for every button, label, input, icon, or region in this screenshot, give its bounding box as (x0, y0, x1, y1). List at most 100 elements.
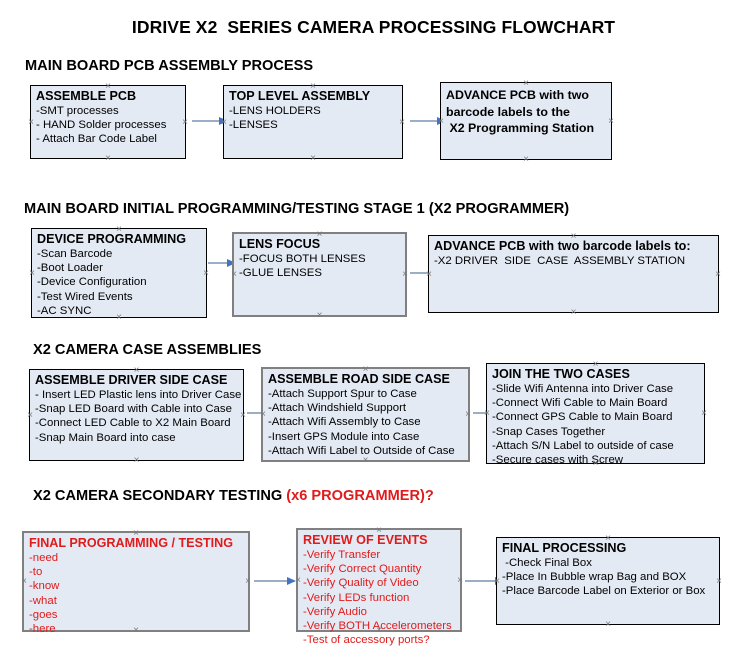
section-heading-4: X2 CAMERA SECONDARY TESTING (x6 PROGRAMM… (33, 488, 434, 504)
connection-handle-right[interactable] (464, 410, 473, 419)
connection-handle-left[interactable] (493, 577, 502, 586)
node-line: -X2 DRIVER SIDE CASE ASSEMBLY STATION (434, 255, 686, 267)
connection-handle-left[interactable] (230, 270, 239, 279)
connection-handle-top[interactable] (604, 534, 613, 543)
node-line: -Slide Wifi Antenna into Driver Case (492, 383, 674, 395)
node-line: -what (29, 594, 57, 607)
connection-handle-left[interactable] (28, 269, 37, 278)
connection-handle-top[interactable] (375, 526, 384, 535)
connection-handle-left[interactable] (20, 577, 29, 586)
node-line: -here (29, 623, 56, 636)
connection-handle-right[interactable] (202, 269, 211, 278)
node-line: -Verify BOTH Accelerometers (303, 620, 452, 633)
connection-handle-right[interactable] (714, 270, 723, 279)
section-heading-3: X2 CAMERA CASE ASSEMBLIES (33, 342, 262, 358)
node-line: -Attach Support Spur to Case (268, 388, 417, 400)
connection-handle-bottom[interactable] (604, 620, 613, 629)
connection-handle-top[interactable] (104, 82, 113, 91)
node-assemble-driver-side-case[interactable]: ASSEMBLE DRIVER SIDE CASE - Insert LED P… (29, 369, 244, 461)
connection-handle-left[interactable] (483, 409, 492, 418)
node-line: -SMT processes (36, 105, 119, 117)
connection-handle-left[interactable] (437, 117, 446, 126)
connection-handle-right[interactable] (244, 577, 253, 586)
connection-handle-bottom[interactable] (522, 155, 531, 164)
connection-handle-right[interactable] (456, 576, 465, 585)
node-title: REVIEW OF EVENTS (303, 533, 428, 547)
connection-handle-right[interactable] (401, 270, 410, 279)
node-title: LENS FOCUS (239, 237, 321, 251)
node-assemble-pcb[interactable]: ASSEMBLE PCB -SMT processes - HAND Solde… (30, 85, 186, 159)
node-line: -Snap Cases Together (492, 425, 606, 438)
node-line: -know (29, 580, 60, 593)
connection-handle-left[interactable] (27, 118, 36, 127)
node-line: -Attach Wifi Assembly to Case (268, 416, 421, 429)
node-line: X2 Programming Station (446, 121, 595, 135)
node-device-programming[interactable]: DEVICE PROGRAMMING -Scan Barcode -Boot L… (31, 228, 207, 318)
section-heading-4-text: X2 CAMERA SECONDARY TESTING (33, 488, 287, 504)
connection-handle-top[interactable] (315, 230, 324, 239)
node-line: -GLUE LENSES (239, 267, 322, 280)
node-line: -Check Final Box (502, 557, 592, 569)
connection-handle-left[interactable] (220, 118, 229, 127)
connection-handle-bottom[interactable] (375, 626, 384, 635)
node-line: -Attach S/N Label to outside of case (492, 439, 674, 452)
node-assemble-road-side-case[interactable]: ASSEMBLE ROAD SIDE CASE -Attach Support … (261, 367, 470, 462)
node-line: -Device Configuration (37, 276, 147, 289)
connection-handle-top[interactable] (522, 79, 531, 88)
node-join-the-two-cases[interactable]: JOIN THE TWO CASES -Slide Wifi Antenna i… (483, 360, 705, 466)
section-heading-4-accent: (x6 PROGRAMMER)? (286, 488, 434, 504)
connection-handle-right[interactable] (181, 118, 190, 127)
node-line-overflow: -Test of accessory ports? (303, 634, 430, 647)
node-line: -Attach Windshield Support (268, 402, 407, 415)
node-line: - HAND Solder processes (36, 119, 167, 132)
connection-handle-left[interactable] (294, 576, 303, 585)
connection-handle-right[interactable] (398, 118, 407, 127)
node-review-of-events[interactable]: REVIEW OF EVENTS -Verify Transfer -Verif… (294, 526, 465, 646)
node-top-level-assembly[interactable]: TOP LEVEL ASSEMBLY -LENS HOLDERS -LENSES (223, 85, 403, 159)
connection-handle-bottom[interactable] (315, 311, 324, 320)
connection-handle-right[interactable] (700, 409, 709, 418)
connection-handle-right[interactable] (607, 117, 616, 126)
node-line: -AC SYNC (37, 304, 92, 317)
node-line: -need (29, 552, 59, 564)
node-advance-pcb-to-x2-programming-station[interactable]: ADVANCE PCB with two barcode labels to t… (440, 82, 612, 160)
connection-handle-top[interactable] (569, 232, 578, 241)
connection-handle-bottom[interactable] (132, 456, 141, 465)
node-line: -Connect GPS Cable to Main Board (492, 411, 673, 424)
node-title: ASSEMBLE PCB (36, 89, 137, 103)
node-final-processing[interactable]: FINAL PROCESSING -Check Final Box -Place… (496, 537, 720, 625)
connection-handle-left[interactable] (425, 270, 434, 279)
node-line: -Place Barcode Label on Exterior or Box (502, 585, 706, 598)
connection-handle-bottom[interactable] (104, 154, 113, 163)
connection-handle-bottom[interactable] (361, 456, 370, 465)
connection-handle-top[interactable] (591, 360, 600, 369)
connection-handle-top[interactable] (115, 225, 124, 234)
connection-handle-bottom[interactable] (115, 313, 124, 322)
node-line: - Attach Bar Code Label (36, 133, 157, 146)
connection-handle-right[interactable] (715, 577, 724, 586)
node-title: FINAL PROCESSING (502, 541, 627, 555)
connection-handle-top[interactable] (132, 529, 141, 538)
arrow-final-programming-to-review-of-events (254, 576, 296, 585)
connection-handle-left[interactable] (259, 410, 268, 419)
connection-handle-left[interactable] (26, 411, 35, 420)
connection-handle-top[interactable] (361, 365, 370, 374)
connection-handle-bottom[interactable] (309, 154, 318, 163)
connection-handle-bottom[interactable] (569, 308, 578, 317)
connection-handle-top[interactable] (309, 82, 318, 91)
arrow-review-of-events-to-final-processing (465, 576, 504, 585)
node-line: -Snap Main Board into case (35, 431, 176, 444)
connection-handle-top[interactable] (132, 366, 141, 375)
node-line: -FOCUS BOTH LENSES (239, 253, 366, 265)
connection-handle-bottom[interactable] (591, 459, 600, 468)
node-line: -Verify Correct Quantity (303, 563, 422, 576)
node-title: FINAL PROGRAMMING / TESTING (29, 536, 234, 550)
node-line: - Insert LED Plastic lens into Driver Ca… (35, 389, 242, 401)
connection-handle-bottom[interactable] (132, 626, 141, 635)
node-final-programming-testing[interactable]: FINAL PROGRAMMING / TESTING -need -to -k… (20, 529, 253, 635)
node-advance-pcb-to-driver-side-case-station[interactable]: ADVANCE PCB with two barcode labels to: … (428, 235, 719, 313)
node-line: -Verify LEDs function (303, 591, 410, 604)
arrow-device-programming-to-lens-focus (208, 258, 236, 267)
node-lens-focus[interactable]: LENS FOCUS -FOCUS BOTH LENSES -GLUE LENS… (232, 232, 407, 317)
